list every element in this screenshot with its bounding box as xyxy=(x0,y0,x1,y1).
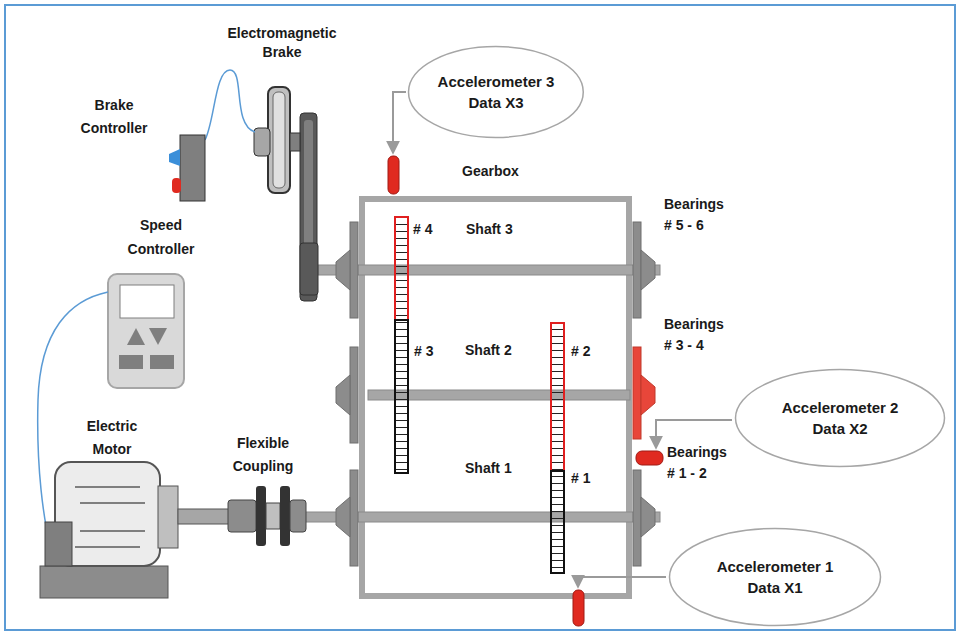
illustration-part xyxy=(395,320,408,473)
illustration-part xyxy=(290,500,306,532)
illustration-part xyxy=(158,486,178,548)
callout-text: Accelerometer 3 xyxy=(438,71,555,92)
shaft-name: Shaft 1 xyxy=(465,458,535,478)
illustration-part xyxy=(350,470,358,566)
illustration-part xyxy=(290,133,300,151)
illustration-part xyxy=(350,222,358,318)
callout-ellipse-outline xyxy=(736,370,945,467)
shaft-name: Shaft 2 xyxy=(465,340,535,360)
illustration-part xyxy=(256,486,266,546)
illustration-part xyxy=(120,285,174,318)
illustration-part xyxy=(578,577,666,586)
accelerometer-callout: Accelerometer 2Data X2 xyxy=(734,368,946,468)
illustration-part xyxy=(300,113,317,301)
illustration-part xyxy=(633,347,641,439)
gear-number: # 3 xyxy=(414,341,454,361)
illustration-part xyxy=(336,222,358,566)
illustration-part xyxy=(169,149,180,166)
illustration-part xyxy=(300,243,318,295)
illustration-part xyxy=(205,70,255,140)
illustration-part xyxy=(228,500,256,532)
illustration-part xyxy=(573,590,584,626)
illustration-part xyxy=(336,497,350,537)
illustration-part xyxy=(641,250,655,290)
illustration-part xyxy=(266,503,280,529)
part-name: Electromagnetic Brake xyxy=(212,24,352,62)
bearing-name: Bearings # 3 - 4 xyxy=(664,314,730,356)
callout-text: Data X2 xyxy=(812,418,867,439)
illustration-part xyxy=(395,217,408,320)
illustration-part xyxy=(362,199,629,596)
illustration-part xyxy=(75,487,145,547)
part-name: Gearbox xyxy=(462,161,552,181)
illustration-part xyxy=(149,328,167,345)
illustration-part xyxy=(178,509,230,524)
illustration-part xyxy=(172,178,181,193)
illustration-part xyxy=(127,328,145,345)
illustration-part xyxy=(350,347,358,443)
illustration-part xyxy=(273,92,285,188)
illustration-part xyxy=(633,470,641,566)
illustration-part xyxy=(393,92,406,152)
gear-number: # 2 xyxy=(571,341,611,361)
illustration-part xyxy=(636,451,663,465)
callout-text: Accelerometer 2 xyxy=(782,397,899,418)
illustration-part xyxy=(641,375,655,415)
illustration-part xyxy=(45,522,72,566)
bearing-name: Bearings # 5 - 6 xyxy=(664,194,730,236)
part-name: Speed Controller xyxy=(116,213,206,261)
accelerometer-callout: Accelerometer 1Data X1 xyxy=(668,527,882,627)
illustration-part xyxy=(551,471,564,573)
shaft-name: Shaft 3 xyxy=(466,219,536,239)
gear-number: # 4 xyxy=(413,219,453,239)
illustration-part xyxy=(551,323,564,471)
illustration-part xyxy=(75,486,140,488)
illustration-part xyxy=(5,5,955,630)
illustration-part xyxy=(318,265,660,275)
accelerometer-callout: Accelerometer 3Data X3 xyxy=(407,45,585,139)
illustration-part xyxy=(40,566,168,598)
illustration-part xyxy=(80,502,145,504)
illustration-part xyxy=(633,222,655,566)
part-name: Electric Motor xyxy=(77,415,147,461)
illustration-part xyxy=(393,92,732,586)
callout-ellipse-outline xyxy=(670,529,881,626)
illustration-part xyxy=(150,355,174,369)
illustration-part xyxy=(75,546,140,548)
illustration-part xyxy=(336,250,350,290)
gear-number: # 1 xyxy=(571,468,611,488)
bearing-name: Bearings # 1 - 2 xyxy=(667,442,733,484)
illustration-part xyxy=(633,222,641,318)
callout-text: Accelerometer 1 xyxy=(717,556,834,577)
illustration-part xyxy=(268,87,290,193)
illustration-part xyxy=(108,274,184,388)
part-name: Flexible Coupling xyxy=(223,432,303,478)
illustration-part xyxy=(180,135,205,201)
callout-ellipse xyxy=(668,527,882,627)
illustration-part xyxy=(119,355,143,369)
illustration-part xyxy=(388,156,663,626)
callout-ellipse xyxy=(734,368,946,468)
illustration-part xyxy=(254,128,270,156)
callout-text: Data X3 xyxy=(468,92,523,113)
callout-ellipse xyxy=(407,45,585,139)
illustration-part xyxy=(388,156,399,194)
illustration-part xyxy=(633,347,655,439)
illustration-part xyxy=(80,530,145,532)
callout-ellipse-outline xyxy=(409,47,584,138)
illustration-part xyxy=(656,420,732,447)
illustration-part xyxy=(336,375,350,415)
illustration-part xyxy=(641,497,655,537)
illustration-part xyxy=(280,486,290,546)
callout-text: Data X1 xyxy=(747,577,802,598)
part-name: Brake Controller xyxy=(74,94,154,140)
